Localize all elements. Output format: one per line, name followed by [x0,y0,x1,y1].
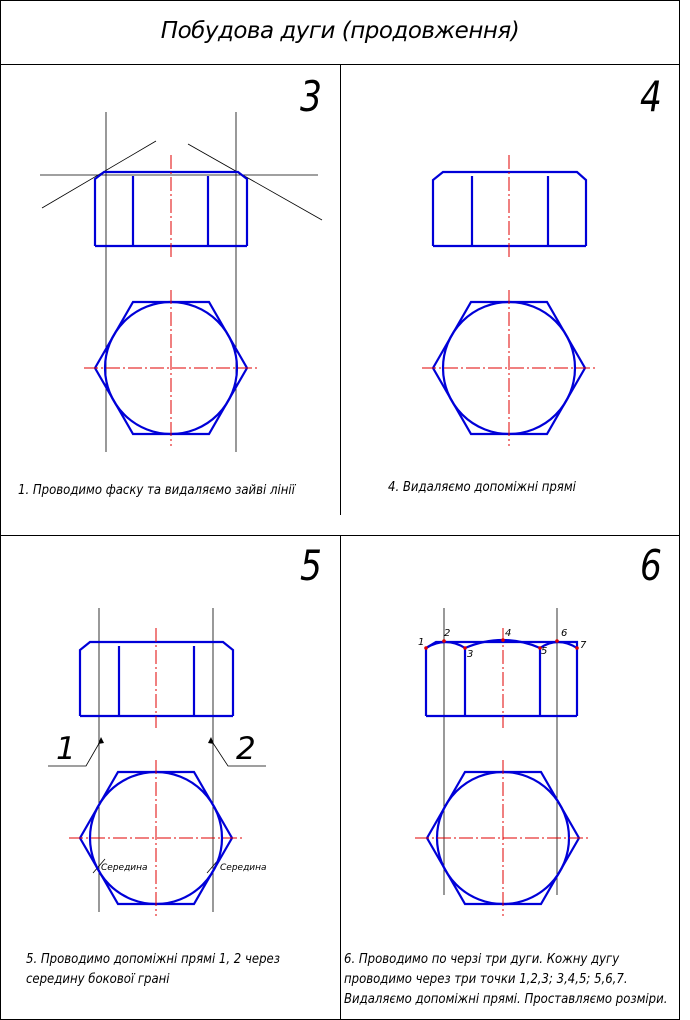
caption-line: 5. Проводимо допоміжні прямі 1, 2 через [26,952,280,967]
axis-lines [69,628,243,916]
construction-lines [48,608,266,912]
caption-line: проводимо через три точки 1,2,3; 3,4,5; … [344,972,628,987]
panel-5-drawing [48,608,266,916]
panel-4-drawing [422,155,596,446]
arc-points [424,638,579,650]
panel-3-caption: 1. Проводимо фаску та видаляємо зайві лі… [18,483,295,498]
midpoint-label-left: Середина [101,863,148,873]
leader-arrows [98,737,214,744]
midpoint-label-right: Середина [220,863,267,873]
panel-6-number: 6 [640,541,662,590]
projection-lines [443,608,558,895]
caption-line: середину бокової грані [26,972,170,987]
panel-5-caption: 5. Проводимо допоміжні прямі 1, 2 через … [26,950,280,990]
axis-lines [415,628,590,916]
arc-point-label: 7 [580,640,587,651]
axis-lines [84,155,258,446]
line-2-label: 2 [236,731,256,767]
line-1-label: 1 [56,731,76,767]
caption-line: Видаляємо допоміжні прямі. Проставляємо … [344,992,668,1007]
arc-point-label: 5 [541,646,548,657]
caption-line: 6. Проводимо по черзі три дуги. Кожну ду… [344,952,620,967]
panel-3-drawing [40,112,323,452]
arc-point-label: 2 [444,628,451,639]
arc-point-label: 1 [418,637,425,648]
arc-point-label: 3 [467,649,474,660]
axis-lines [422,155,596,446]
arc-point-label: 4 [505,628,512,639]
page-title: Побудова дуги (продовження) [160,18,520,44]
panel-4-number: 4 [640,72,662,121]
panel-6-drawing [415,608,590,916]
panel-6-caption: 6. Проводимо по черзі три дуги. Кожну ду… [344,950,667,1010]
panel-5-number: 5 [300,541,322,590]
nut-front-view [424,640,579,718]
panel-4-caption: 4. Видаляємо допоміжні прямі [388,480,576,495]
arc-point-label: 6 [561,628,568,639]
construction-lines [40,112,323,452]
panel-3-number: 3 [300,72,322,121]
